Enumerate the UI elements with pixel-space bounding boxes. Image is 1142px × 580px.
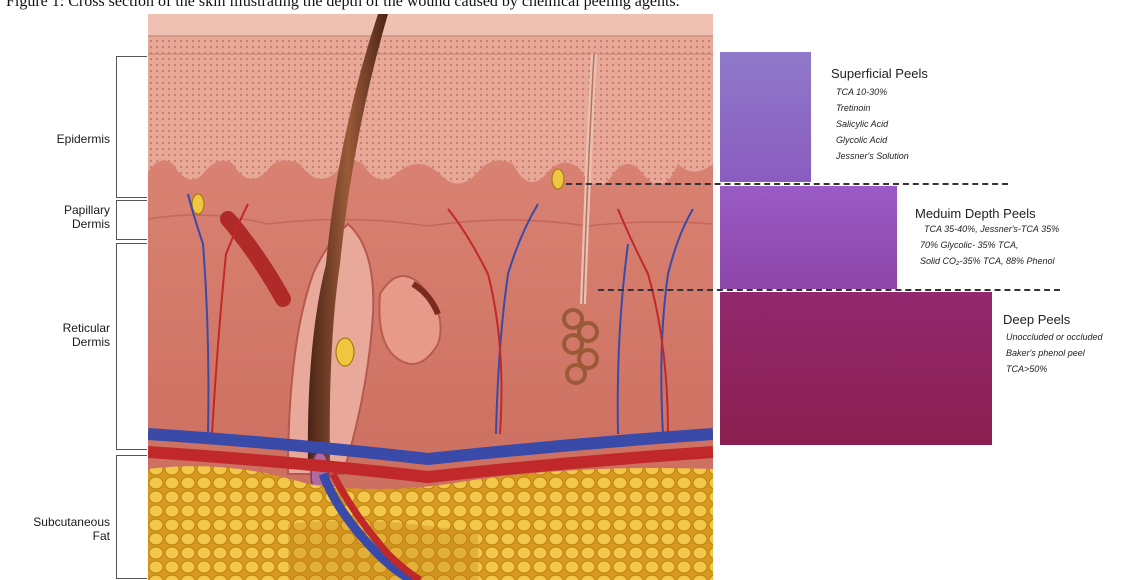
peel-item-medium-3: Solid CO₂-35% TCA, 88% Phenol (920, 254, 1055, 268)
layer-label-subcutaneous-line2: Fat (6, 529, 110, 543)
bracket-epidermis (116, 56, 147, 198)
peel-item-deep-1: Unoccluded or occluded (1006, 330, 1103, 344)
depth-line-medium (598, 289, 1060, 291)
peel-item-superficial-2: Tretinoin (836, 101, 870, 115)
layer-label-subcutaneous: Subcutaneous Fat (6, 515, 110, 543)
peel-title-superficial: Superficial Peels (831, 66, 928, 81)
peel-title-medium: Meduim Depth Peels (915, 206, 1036, 221)
peel-item-deep-3: TCA>50% (1006, 362, 1047, 376)
stratum-corneum (148, 14, 713, 36)
nerve-ending (552, 169, 564, 189)
figure-caption: Figure 1: Cross section of the skin illu… (6, 0, 1142, 11)
layer-label-epidermis: Epidermis (18, 132, 110, 146)
peel-box-medium (720, 186, 897, 289)
peel-item-deep-2: Baker's phenol peel (1006, 346, 1085, 360)
peel-box-deep (720, 292, 992, 445)
layer-label-epidermis-text: Epidermis (57, 132, 110, 146)
peel-item-superficial-5: Jessner's Solution (836, 149, 909, 163)
peel-title-deep: Deep Peels (1003, 312, 1070, 327)
peel-item-superficial-3: Salicylic Acid (836, 117, 888, 131)
layer-label-papillary-line1: Papillary (18, 203, 110, 217)
bracket-subcutaneous (116, 455, 147, 579)
peel-box-superficial (720, 52, 811, 182)
depth-line-superficial (566, 183, 1008, 185)
layer-label-papillary-line2: Dermis (18, 217, 110, 231)
layer-label-subcutaneous-line1: Subcutaneous (6, 515, 110, 529)
layer-label-reticular-line2: Dermis (18, 335, 110, 349)
nerve-ending (192, 194, 204, 214)
peel-item-superficial-4: Glycolic Acid (836, 133, 887, 147)
layer-label-reticular: Reticular Dermis (18, 321, 110, 349)
peel-item-medium-2: 70% Glycolic- 35% TCA, (920, 238, 1019, 252)
layer-label-papillary: Papillary Dermis (18, 203, 110, 231)
bracket-reticular (116, 243, 147, 450)
bracket-papillary (116, 200, 147, 240)
layer-label-reticular-line1: Reticular (18, 321, 110, 335)
nerve-ending (336, 338, 354, 366)
skin-cross-section-illustration (148, 14, 713, 580)
peel-item-medium-1: TCA 35-40%, Jessner's-TCA 35% (924, 222, 1059, 236)
epidermis-layer (148, 34, 713, 185)
peel-item-superficial-1: TCA 10-30% (836, 85, 887, 99)
